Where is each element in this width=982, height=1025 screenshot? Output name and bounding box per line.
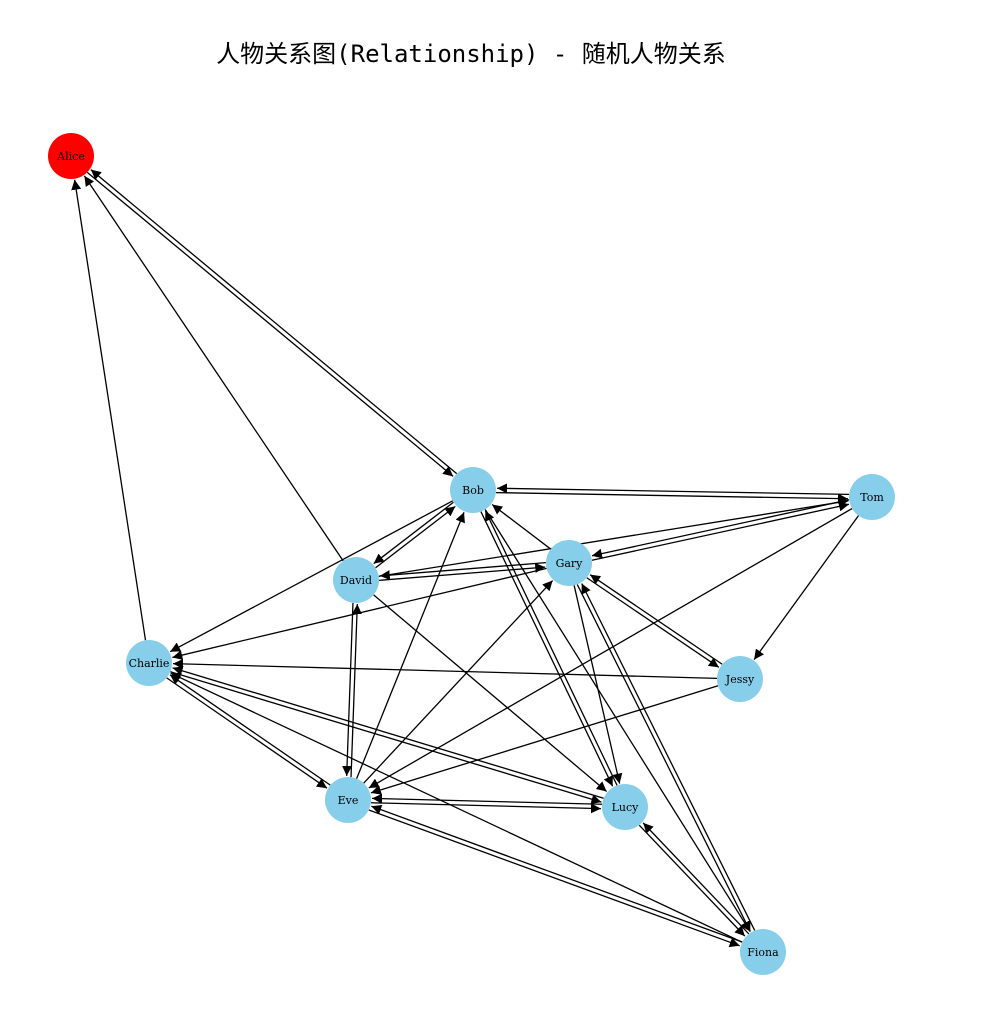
- edge-jessy-to-eve: [370, 685, 719, 795]
- edge-eve-to-fiona: [368, 809, 740, 948]
- edge-eve-to-bob: [355, 512, 465, 779]
- edge-bob-to-lucy: [480, 511, 614, 787]
- edge-eve-to-charlie: [169, 674, 331, 786]
- edge-gary-to-bob: [491, 504, 552, 550]
- edge-lucy-to-charlie: [172, 665, 604, 799]
- edge-bob-to-fiona: [484, 509, 751, 933]
- node-layer: AliceBobTomGaryDavidCharlieJessyEveLucyF…: [48, 133, 895, 975]
- edge-david-to-alice: [83, 175, 344, 562]
- node-jessy: Jessy: [717, 656, 763, 702]
- edge-gary-to-jessy: [586, 577, 720, 668]
- node-label-eve: Eve: [338, 794, 359, 807]
- edge-fiona-to-gary: [581, 583, 756, 931]
- node-tom: Tom: [849, 474, 895, 520]
- edge-gary-to-lucy: [573, 585, 623, 784]
- graph-title: 人物关系图(Relationship) - 随机人物关系: [216, 40, 726, 68]
- node-label-fiona: Fiona: [747, 946, 779, 959]
- edge-gary-to-david: [379, 561, 546, 581]
- node-charlie: Charlie: [126, 640, 172, 686]
- node-label-lucy: Lucy: [612, 801, 640, 814]
- edge-alice-to-bob: [86, 171, 454, 477]
- node-fiona: Fiona: [740, 929, 786, 975]
- node-label-alice: Alice: [56, 150, 85, 163]
- edge-tom-to-bob: [497, 483, 850, 496]
- node-bob: Bob: [450, 467, 496, 513]
- edge-bob-to-charlie: [169, 500, 454, 653]
- node-label-gary: Gary: [556, 557, 584, 570]
- edge-tom-to-eve: [368, 507, 853, 789]
- edge-david-to-gary: [379, 562, 546, 582]
- node-label-tom: Tom: [860, 491, 884, 504]
- node-alice: Alice: [48, 133, 94, 179]
- edge-bob-to-tom: [495, 491, 848, 504]
- node-circle-tom: [849, 474, 895, 520]
- edge-lucy-to-bob: [484, 510, 618, 786]
- edge-gary-to-fiona: [576, 584, 751, 932]
- node-label-jessy: Jessy: [725, 673, 755, 686]
- node-gary: Gary: [546, 540, 592, 586]
- edge-bob-to-david: [373, 501, 454, 565]
- edge-david-to-bob: [375, 505, 456, 569]
- node-circle-jessy: [717, 656, 763, 702]
- node-label-charlie: Charlie: [129, 657, 170, 670]
- edge-tom-to-jessy: [753, 515, 860, 660]
- edge-david-to-tom: [378, 497, 849, 577]
- edge-gary-to-tom: [591, 501, 850, 561]
- edge-charlie-to-eve: [166, 677, 328, 789]
- edge-fiona-to-charlie: [170, 672, 743, 943]
- node-label-bob: Bob: [462, 484, 484, 497]
- node-lucy: Lucy: [602, 784, 648, 830]
- edge-bob-to-alice: [90, 169, 458, 475]
- node-label-david: David: [340, 574, 372, 587]
- node-circle-alice: [48, 133, 94, 179]
- node-circle-eve: [325, 777, 371, 823]
- edge-eve-to-gary: [363, 580, 554, 784]
- edge-david-to-eve: [342, 602, 354, 776]
- edge-charlie-to-lucy: [170, 671, 602, 805]
- edge-layer: [71, 169, 860, 948]
- edge-lucy-to-fiona: [638, 824, 746, 937]
- edge-charlie-to-alice: [71, 179, 147, 641]
- edge-fiona-to-lucy: [642, 822, 750, 935]
- edge-lucy-to-eve: [372, 793, 603, 805]
- edge-jessy-to-gary: [589, 574, 723, 665]
- node-circle-lucy: [602, 784, 648, 830]
- node-circle-gary: [546, 540, 592, 586]
- edge-eve-to-lucy: [370, 802, 601, 814]
- edge-jessy-to-charlie: [172, 658, 718, 680]
- node-david: David: [333, 557, 379, 603]
- node-circle-charlie: [126, 640, 172, 686]
- edge-fiona-to-eve: [371, 804, 743, 943]
- node-circle-david: [333, 557, 379, 603]
- node-circle-fiona: [740, 929, 786, 975]
- edge-david-to-lucy: [373, 594, 608, 793]
- edge-tom-to-gary: [591, 499, 850, 559]
- node-eve: Eve: [325, 777, 371, 823]
- edge-eve-to-david: [350, 604, 362, 778]
- node-circle-bob: [450, 467, 496, 513]
